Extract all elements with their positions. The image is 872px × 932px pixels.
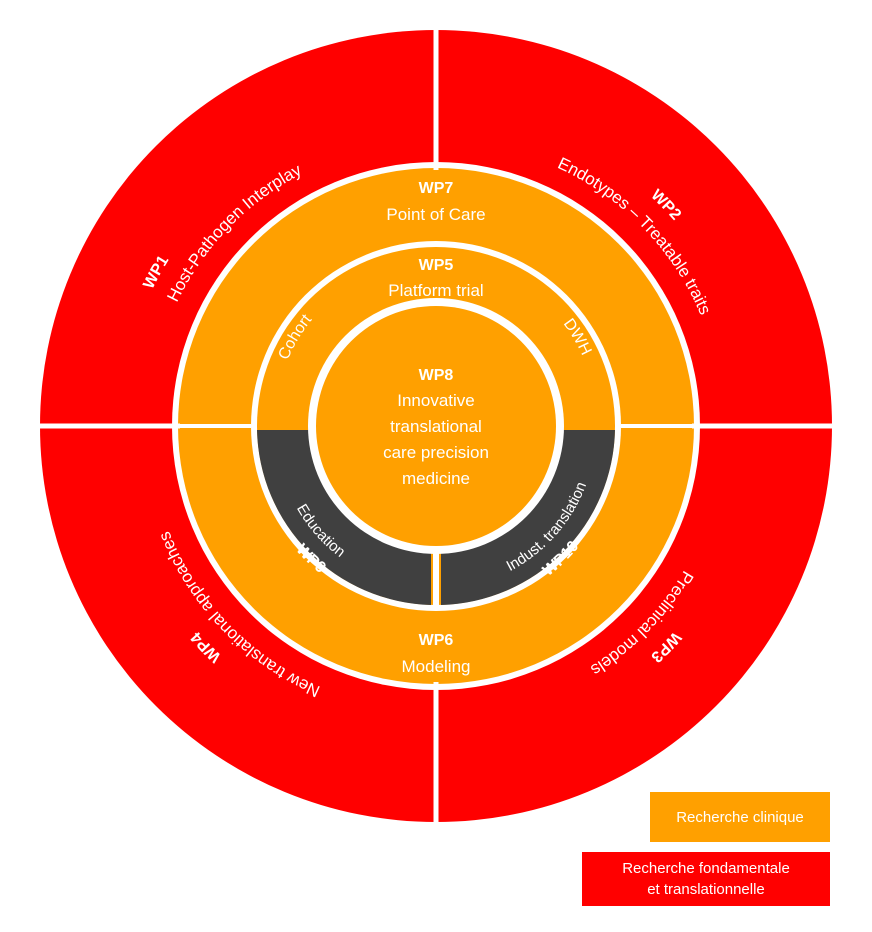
wp8-line-4: medicine (402, 469, 470, 488)
legend-fundamental-line-1: Recherche fondamentale (622, 860, 790, 877)
wp6-title: Modeling (402, 657, 471, 676)
wp8-code: WP8 (419, 367, 454, 384)
wp6-code: WP6 (419, 632, 454, 649)
wp7-code: WP7 (419, 180, 454, 197)
wp8-line-3: care precision (383, 443, 489, 462)
legend-clinical-label: Recherche clinique (676, 808, 804, 826)
wp10-segment (441, 430, 615, 605)
center-circle (316, 306, 556, 546)
legend-fundamental-line-2: et translationnelle (647, 881, 765, 898)
wp5-code: WP5 (419, 257, 454, 274)
wp7-title: Point of Care (386, 205, 485, 224)
wp8-line-2: translational (390, 417, 482, 436)
legend-fundamental: Recherche fondamentale et translationnel… (582, 852, 830, 906)
wp5-title: Platform trial (388, 281, 483, 300)
wp8-line-1: Innovative (397, 391, 475, 410)
wp9-segment (257, 430, 431, 605)
legend-clinical: Recherche clinique (650, 792, 830, 842)
